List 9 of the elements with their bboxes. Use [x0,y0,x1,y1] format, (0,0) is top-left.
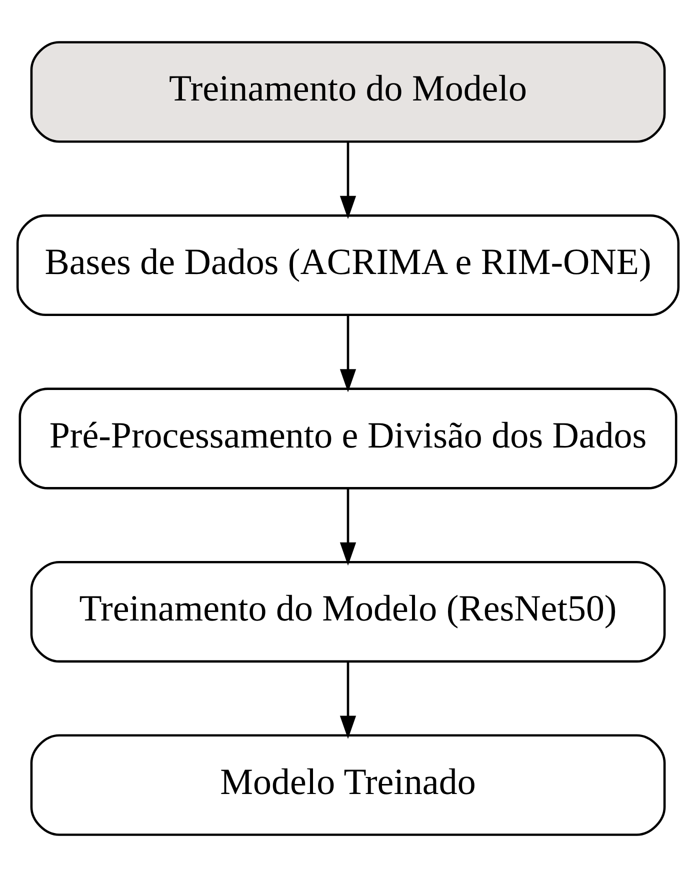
arrow [340,142,356,219]
node-box: Pré-Processamento e Divisão dos Dados [18,388,678,490]
arrow [340,315,356,392]
node-box: Treinamento do Modelo (ResNet50) [30,560,666,663]
node-box: Modelo Treinado [30,734,666,836]
node-box: Treinamento do Modelo [30,41,666,143]
node-box: Bases de Dados (ACRIMA e RIM-ONE) [16,214,680,316]
arrow [340,488,356,566]
arrow [340,662,356,739]
